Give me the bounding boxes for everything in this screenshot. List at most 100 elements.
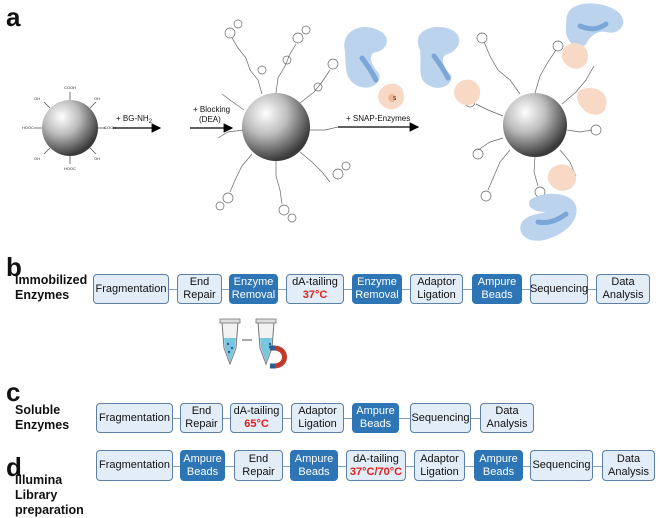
step-temperature: 65°C — [244, 418, 269, 430]
step-label: Ampure — [356, 405, 395, 417]
step-label: Sequencing — [529, 282, 589, 295]
step-label: Data — [611, 276, 635, 288]
workflow-connector — [338, 465, 346, 467]
step-label: Adaptor — [420, 452, 459, 465]
step-label: Fragmentation — [99, 411, 170, 424]
step-blocking-label: + Blocking — [193, 105, 230, 114]
svg-text:OH: OH — [34, 96, 40, 101]
step-label: Fragmentation — [99, 459, 170, 471]
step-label: Beads — [481, 289, 513, 301]
step-label: Beads — [186, 465, 219, 478]
step-label: End — [248, 452, 269, 465]
section-title-soluble: Soluble Enzymes — [15, 403, 69, 433]
step-label: Ampure — [294, 452, 334, 465]
step-temperature: 37°C/70°C — [349, 465, 403, 478]
workflow-connector — [173, 465, 180, 467]
workflow-connector — [406, 465, 414, 467]
step-label: Beads — [359, 418, 392, 430]
workflow-connector — [223, 418, 230, 419]
workflow-connector — [283, 465, 290, 467]
step-label: Ligation — [298, 418, 337, 430]
panel-label-c: c — [6, 377, 21, 407]
bead-bg-ligand — [215, 19, 351, 223]
step-label: Ampure — [477, 276, 517, 288]
workflow-step: Fragmentation — [96, 403, 173, 433]
workflow-step: Fragmentation — [93, 274, 169, 304]
step-label: Beads — [298, 465, 330, 478]
step-label: Adaptor — [417, 276, 456, 288]
step-bg-nh2-label: + BG-NH2 — [116, 114, 153, 125]
title-line: preparation — [15, 503, 84, 517]
workflow-connector — [588, 289, 596, 290]
svg-text:COOH: COOH — [64, 85, 76, 90]
workflow-connector — [225, 465, 234, 467]
step-label: Ligation — [420, 465, 459, 478]
section-title-immobilized: Immobilized Enzymes — [15, 273, 87, 303]
step-label: End — [189, 276, 210, 288]
step-snap-enzymes-label: + SNAP-Enzymes — [346, 114, 410, 123]
workflow-connector — [169, 289, 177, 290]
workflow-connector — [173, 418, 180, 419]
workflow-connector — [344, 289, 352, 290]
step-label: Sequencing — [532, 459, 591, 471]
snap-enzyme-free — [344, 26, 405, 110]
tube-icon — [255, 318, 277, 366]
step-label: Enzyme — [357, 276, 397, 288]
step-label: Beads — [482, 465, 515, 478]
step-label: Sequencing — [411, 411, 470, 424]
step-label: Enzyme — [233, 276, 274, 288]
workflow-connector — [523, 465, 530, 467]
workflow-connector — [522, 289, 530, 290]
title-line: Immobilized — [15, 273, 88, 287]
svg-text:COOH: COOH — [104, 125, 116, 130]
svg-text:OH: OH — [94, 156, 100, 161]
step-label: Ampure — [183, 452, 222, 465]
workflow-connector — [222, 289, 229, 290]
workflow-connector — [399, 418, 410, 419]
step-label: Ligation — [417, 289, 456, 301]
workflow-connector — [463, 289, 472, 290]
section-title-illumina: Illumina Library preparation — [15, 473, 84, 518]
step-label: dA-tailing — [353, 452, 399, 465]
step-label: Repair — [185, 418, 218, 430]
step-label: Data — [616, 452, 641, 465]
workflow-connector — [402, 289, 410, 290]
svg-text:OH: OH — [34, 156, 40, 161]
workflow-step: Fragmentation — [96, 450, 173, 481]
step-label: Analysis — [602, 289, 644, 301]
step-label: End — [191, 405, 212, 417]
step-label: Ampure — [479, 452, 518, 465]
panel-label-a: a — [6, 2, 21, 32]
title-line: Library — [15, 488, 58, 502]
workflow-step: Sequencing — [530, 450, 593, 481]
magnet-icon — [270, 345, 287, 369]
step-label: Repair — [183, 289, 216, 301]
panel-label-b: b — [6, 252, 22, 282]
step-label: Removal — [355, 289, 399, 301]
workflow-connector — [283, 418, 291, 419]
title-line: Enzymes — [15, 418, 70, 432]
step-dea-label: (DEA) — [199, 115, 221, 124]
step-label: Data — [495, 405, 519, 417]
step-temperature: 37°C — [302, 289, 328, 301]
step-label: Fragmentation — [95, 282, 167, 295]
svg-text:OH: OH — [94, 96, 100, 101]
step-label: Analysis — [486, 418, 528, 430]
